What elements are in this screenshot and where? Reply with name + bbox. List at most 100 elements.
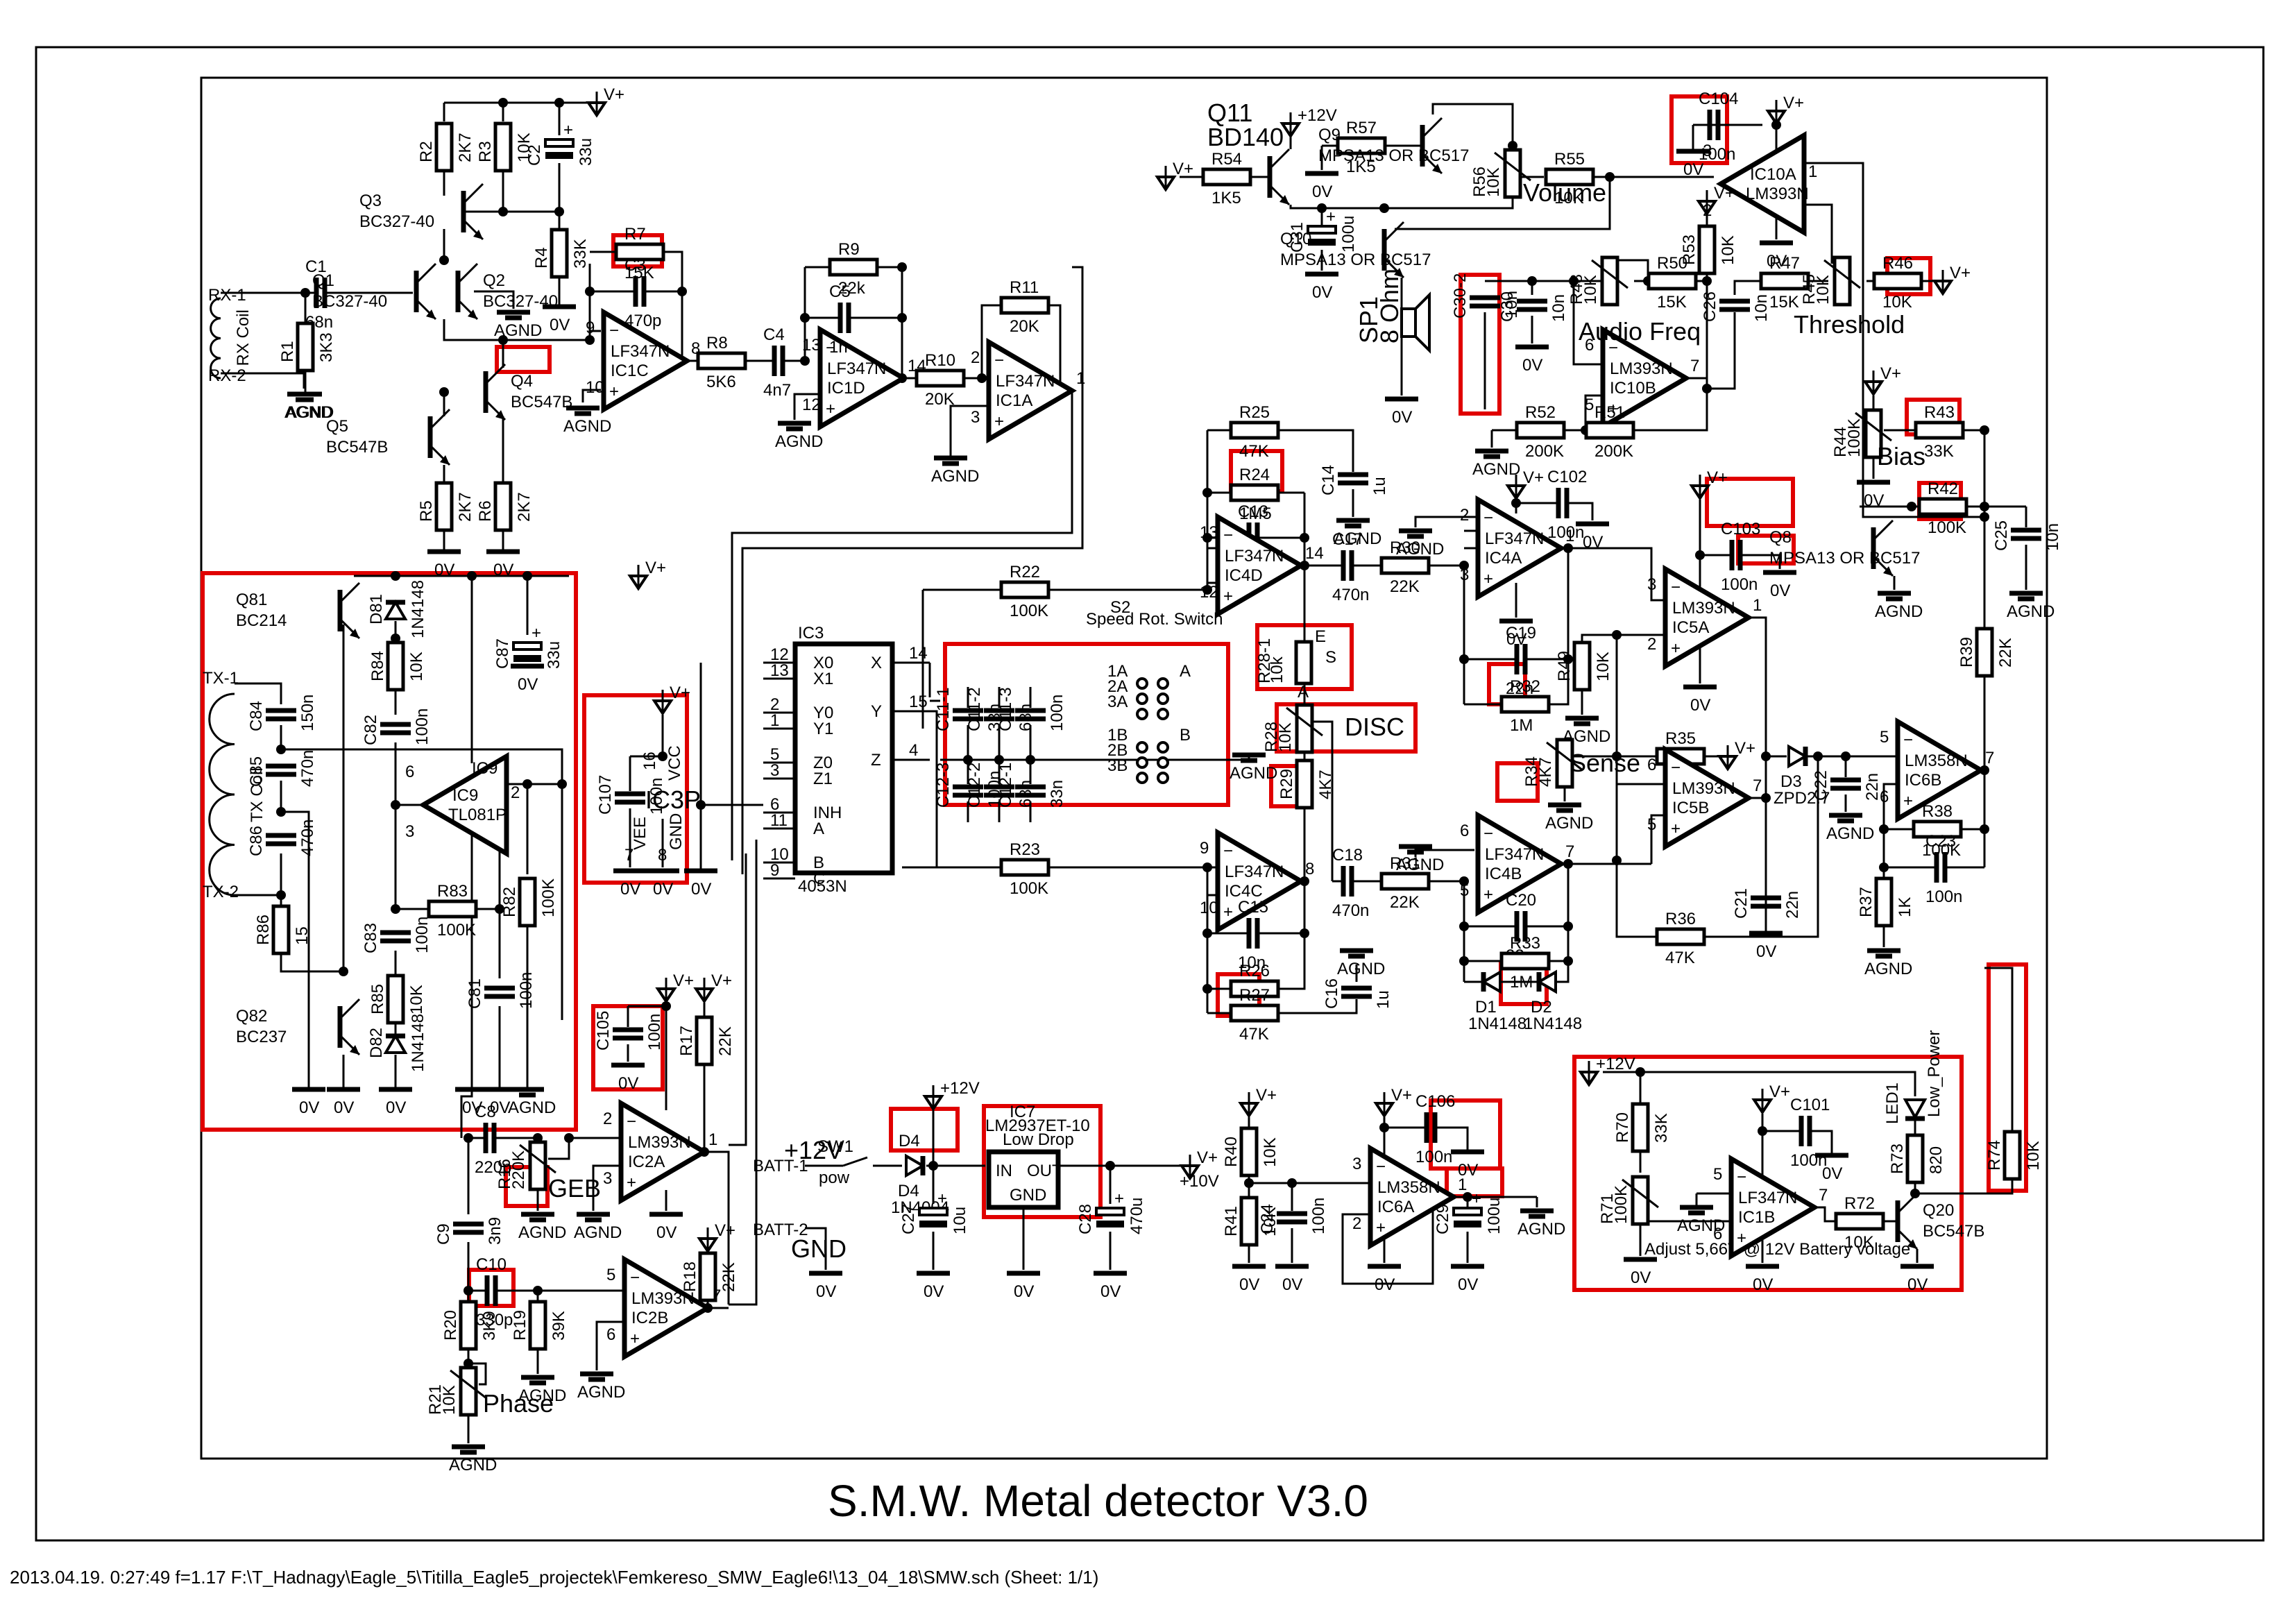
wire	[548, 1138, 570, 1160]
capacitor-value: 3n9	[486, 1217, 504, 1245]
opamp-body	[1895, 717, 1986, 824]
resistor-body	[1544, 167, 1595, 187]
resistor-name: R84	[368, 651, 387, 681]
ground-symbol: 0V	[1007, 1271, 1040, 1301]
pin-number: 6	[1880, 788, 1889, 806]
label-bias: Bias	[1877, 442, 1925, 470]
resistor-body	[386, 974, 405, 1025]
ground-symbol: 0V	[684, 868, 717, 899]
agnd-symbol: AGND	[508, 1087, 556, 1117]
resistor-body	[999, 580, 1051, 600]
pin-number: 6	[1647, 756, 1656, 774]
opamp-body	[1663, 745, 1753, 851]
resistor-body	[1874, 876, 1894, 928]
resistor-body	[999, 296, 1051, 315]
noninverting-input-mark: +	[1483, 885, 1493, 904]
ground-symbol: 0V	[1857, 479, 1890, 510]
transistor-name: Q4	[511, 372, 533, 391]
noninverting-input-mark: +	[1223, 587, 1233, 606]
pin-number: 5	[770, 745, 779, 764]
ground-label: AGND	[1230, 764, 1277, 783]
pot-name: R71	[1598, 1193, 1617, 1224]
capacitor-name: C83	[362, 923, 380, 953]
highlight-box	[1459, 273, 1502, 416]
resistor-name: R26	[1239, 962, 1270, 980]
wire	[595, 1320, 624, 1370]
supply-symbol: V+	[1717, 739, 1755, 772]
resistor-value: 39K	[550, 1311, 568, 1341]
resistor-value: 10K	[407, 985, 426, 1014]
resistor-value: 1M	[1510, 716, 1533, 735]
capacitor-value: 150n	[298, 695, 317, 731]
transistor-type: BC547B	[1923, 1222, 1984, 1241]
opamp-type: LM393N	[1746, 185, 1809, 203]
ground-symbol: 0V	[1094, 1271, 1127, 1301]
ground-label: 0V	[1100, 1282, 1121, 1301]
ground-label: 0V	[1392, 408, 1412, 427]
pin-label: X0	[813, 654, 833, 672]
resistor-name: R41	[1222, 1206, 1241, 1237]
resistor-body	[1336, 136, 1387, 155]
wire	[1547, 548, 1570, 706]
ground-symbol: 0V	[379, 1087, 412, 1117]
resistor-name: R1	[278, 341, 297, 362]
resistor-body	[518, 876, 537, 928]
ground-label: AGND	[574, 1223, 622, 1242]
pin-number: 2	[1460, 506, 1469, 525]
pot-wiper	[1823, 259, 1861, 289]
wire	[793, 393, 820, 420]
noninverting-input-mark: +	[1608, 400, 1618, 418]
resistor-body	[614, 242, 665, 262]
label-phase: Phase	[483, 1389, 554, 1418]
capacitor-value: 10n	[1549, 294, 1568, 322]
resistor-body	[2002, 1130, 2022, 1181]
capacitor-name: C15	[1238, 898, 1268, 917]
pin-number: 7	[624, 846, 633, 865]
speaker-body	[1400, 307, 1417, 338]
resistor-name: R32	[1510, 677, 1540, 696]
resistor-body	[1975, 627, 1994, 678]
supply-symbol: V+	[1751, 1082, 1790, 1115]
resistor-body	[999, 858, 1051, 877]
supply-label: V+	[673, 971, 694, 990]
supply-symbol: V+	[1932, 264, 1971, 296]
pin-number: 5	[1585, 396, 1594, 414]
net-label-12v: +12V	[784, 1136, 843, 1164]
pin-number: 8	[658, 846, 667, 865]
ground-label: AGND	[775, 432, 823, 451]
pin-label: Z	[871, 751, 881, 770]
capacitor-name: C9	[434, 1223, 453, 1245]
polarity-mark: +	[1472, 1189, 1481, 1208]
resistor-name: R83	[437, 882, 468, 901]
wire	[1277, 999, 1358, 1014]
pot-wiper	[1494, 151, 1531, 182]
pin-number: 2	[511, 783, 520, 802]
resistor-value: 2K7	[456, 133, 475, 162]
wire	[474, 290, 515, 309]
diode-name: D81	[367, 594, 386, 624]
ic-name: IC3P	[645, 785, 701, 814]
ground-symbol: 0V	[809, 1271, 842, 1301]
resistor-name: R57	[1346, 119, 1377, 137]
opamp-body	[1215, 828, 1306, 935]
capacitor-name: C8	[475, 1103, 496, 1121]
switch-contact	[1157, 677, 1169, 690]
resistor-body	[1515, 420, 1566, 440]
capacitor-name: C29	[1434, 1204, 1452, 1234]
junction-dot	[557, 779, 567, 789]
